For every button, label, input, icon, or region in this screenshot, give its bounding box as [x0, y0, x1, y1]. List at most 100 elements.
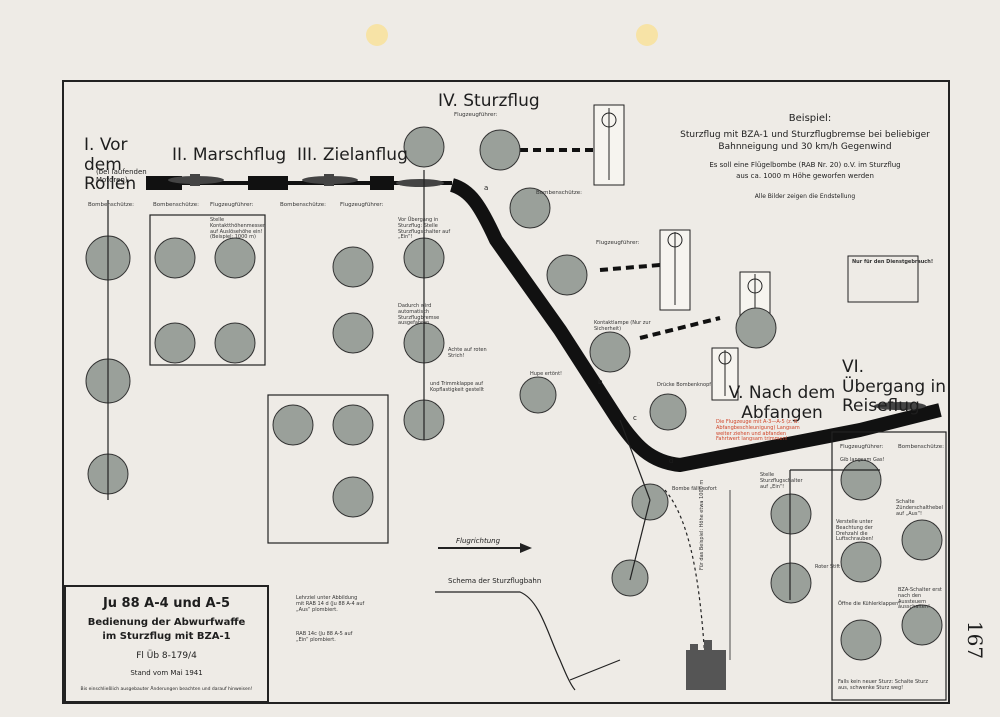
example-line2: Bahnneigung und 30 km/h Gegenwind: [718, 142, 892, 152]
title-footer: Bis einschließlich ausgebauter Änderunge…: [80, 687, 253, 692]
point-d: d: [669, 457, 674, 465]
instrument-18: [509, 187, 551, 229]
example-heading: Beispiel:: [788, 113, 832, 124]
note-lehrziel: Lehrziel unter Abbildung mit RAB 14 d (J…: [296, 595, 365, 613]
instrument-9: [332, 246, 374, 288]
note-zuender: Schalte Zünderschalthebel auf „Aus“!: [896, 499, 943, 517]
instrument-22: [649, 393, 687, 431]
note-falls: Falls kein neuer Sturz: Schalte Sturz au…: [838, 679, 928, 691]
bomb-trajectory: [664, 489, 706, 661]
note-kontakt: Kontaktlampe (Nur zur Sicherheit): [594, 320, 651, 332]
reticle-panel-1: [593, 104, 625, 186]
dive-scheme-path: [435, 591, 576, 691]
pilot-label-4b: Flugzeugführer:: [596, 240, 640, 246]
title-block: Ju 88 A-4 und A-5 Bedienung der Abwurfwa…: [64, 585, 269, 703]
section1-subtitle: (bei laufenden Motoren): [96, 168, 147, 185]
point-b: b: [598, 378, 603, 386]
note-bza: BZA-Schalter erst nach den Aussteuern au…: [898, 587, 942, 611]
note-trimm: und Trimmklappe auf Kopflastigkeit geste…: [430, 381, 484, 393]
pilot-note-red: Die Flugzeuge mit A-3—A-5 (z. B. Abfangb…: [716, 419, 800, 443]
sight-line-3: [639, 316, 721, 340]
instrument-24: [770, 493, 812, 535]
example-line1: Sturzflug mit BZA-1 und Sturzflugbremse …: [680, 130, 930, 140]
instrument-26: [840, 459, 882, 501]
instrument-6: [154, 322, 196, 364]
aircraft-2: [302, 174, 358, 186]
page-frame: [62, 80, 950, 704]
phase-box-vi: [831, 431, 947, 701]
example-line5: Alle Bilder zeigen die Endstellung: [754, 193, 856, 200]
aircraft-4: [874, 402, 926, 410]
title-ref: Fl Üb 8-179/4: [136, 651, 197, 661]
section2-title: II. Marschflug: [172, 145, 287, 165]
service-note-box: [847, 255, 919, 303]
pilot-label-4: Flugzeugführer:: [454, 112, 498, 118]
bomb-label-2: Bombenschütze:: [153, 202, 199, 208]
instrument-8: [272, 404, 314, 446]
aircraft-1: [168, 174, 224, 186]
dive-height-label: Für das Beispiel: Höhe etwa 1000 m: [699, 479, 705, 570]
instrument-17: [479, 129, 521, 171]
instrument-28: [840, 619, 882, 661]
reticle-panel-2: [659, 229, 691, 311]
dive-scheme-recovery: [569, 659, 621, 681]
note-hupe: Hupe ertönt!: [530, 371, 563, 377]
section3-title: III. Zielanflug: [297, 145, 408, 165]
note-achte: Achte auf roten Strich!: [448, 347, 487, 359]
phase-box-ii: [149, 214, 266, 366]
pilot-label-3: Flugzeugführer:: [340, 202, 384, 208]
instrument-7: [214, 322, 256, 364]
bomb-label-3: Bombenschütze:: [280, 202, 326, 208]
instrument-13: [403, 126, 445, 168]
aircraft-3: [396, 179, 444, 187]
bomb-release-label: Bombe fällt sofort: [672, 486, 717, 492]
bomb-label-4: Bombenschütze:: [536, 190, 582, 196]
pilot-label-6: Flugzeugführer:: [840, 444, 884, 450]
note-druecke: Drücke Bombenknopf!: [657, 382, 714, 388]
note-rab: RAB 14c (Ju 88 A-5 auf „Ein“ plombiert.: [296, 631, 353, 643]
note-roter: Roter Stift: [815, 564, 841, 570]
reticle-panel-4: [711, 347, 739, 401]
note-drossel: Verstelle unter Beachtung der Drehzahl d…: [836, 519, 874, 543]
instrument-25: [770, 562, 812, 604]
service-note-title: Nur für den Dienstgebrauch!: [852, 259, 934, 265]
section5-title: V. Nach dem Abfangen: [728, 383, 836, 423]
title-sub1: Bedienung der Abwurfwaffe: [87, 617, 246, 628]
note-stelle-ein: Stelle Sturzflugschalter auf „Ein“!: [760, 472, 803, 490]
target-building: [686, 640, 726, 690]
note-gas: Gib langsam Gas!: [840, 457, 885, 463]
section4-title: IV. Sturzflug: [438, 91, 540, 111]
section6-title: VI. Übergang in Reiseflug: [842, 357, 947, 417]
dive-scheme-label: Schema der Sturzflugbahn: [448, 577, 542, 585]
title-main: Ju 88 A-4 und A-5: [102, 596, 231, 611]
instrument-20: [519, 376, 557, 414]
title-sub2: im Sturzflug mit BZA-1: [102, 631, 231, 642]
note-dadurch: Dadurch wird automatisch Sturzflugbremse…: [398, 303, 440, 327]
point-c: c: [633, 414, 637, 422]
example-line4: aus ca. 1000 m Höhe geworfen werden: [736, 172, 874, 180]
bomb-label-1: Bombenschütze:: [88, 202, 134, 208]
punch-hole-1: [366, 24, 388, 46]
instrument-11: [332, 404, 374, 446]
instrument-23: [735, 307, 777, 349]
sight-line-2: [599, 263, 661, 272]
flight-direction-arrow: [438, 543, 532, 553]
flight-direction-label: Flugrichtung: [456, 537, 501, 545]
instrument-10: [332, 312, 374, 354]
section1-title: I. Vor dem Rollen: [84, 135, 137, 195]
phase-box-iii: [267, 394, 389, 544]
dive-path: [449, 178, 942, 472]
example-line3: Es soll eine Flügelbombe (RAB Nr. 20) o.…: [709, 161, 901, 169]
point-a: a: [484, 184, 489, 192]
bomb-label-6: Bombenschütze:: [898, 444, 944, 450]
page-number: 167: [963, 620, 988, 660]
instrument-4: [154, 237, 196, 279]
instrument-5: [214, 237, 256, 279]
note-kuehler: Öffne die Kühlerklappen!: [838, 601, 901, 607]
title-date: Stand vom Mai 1941: [130, 669, 203, 677]
instrument-19: [546, 254, 588, 296]
pilot-label-2: Flugzeugführer:: [210, 202, 254, 208]
note-uebergang: Vor Übergang in Sturzflug: Stelle Sturzf…: [398, 217, 451, 241]
